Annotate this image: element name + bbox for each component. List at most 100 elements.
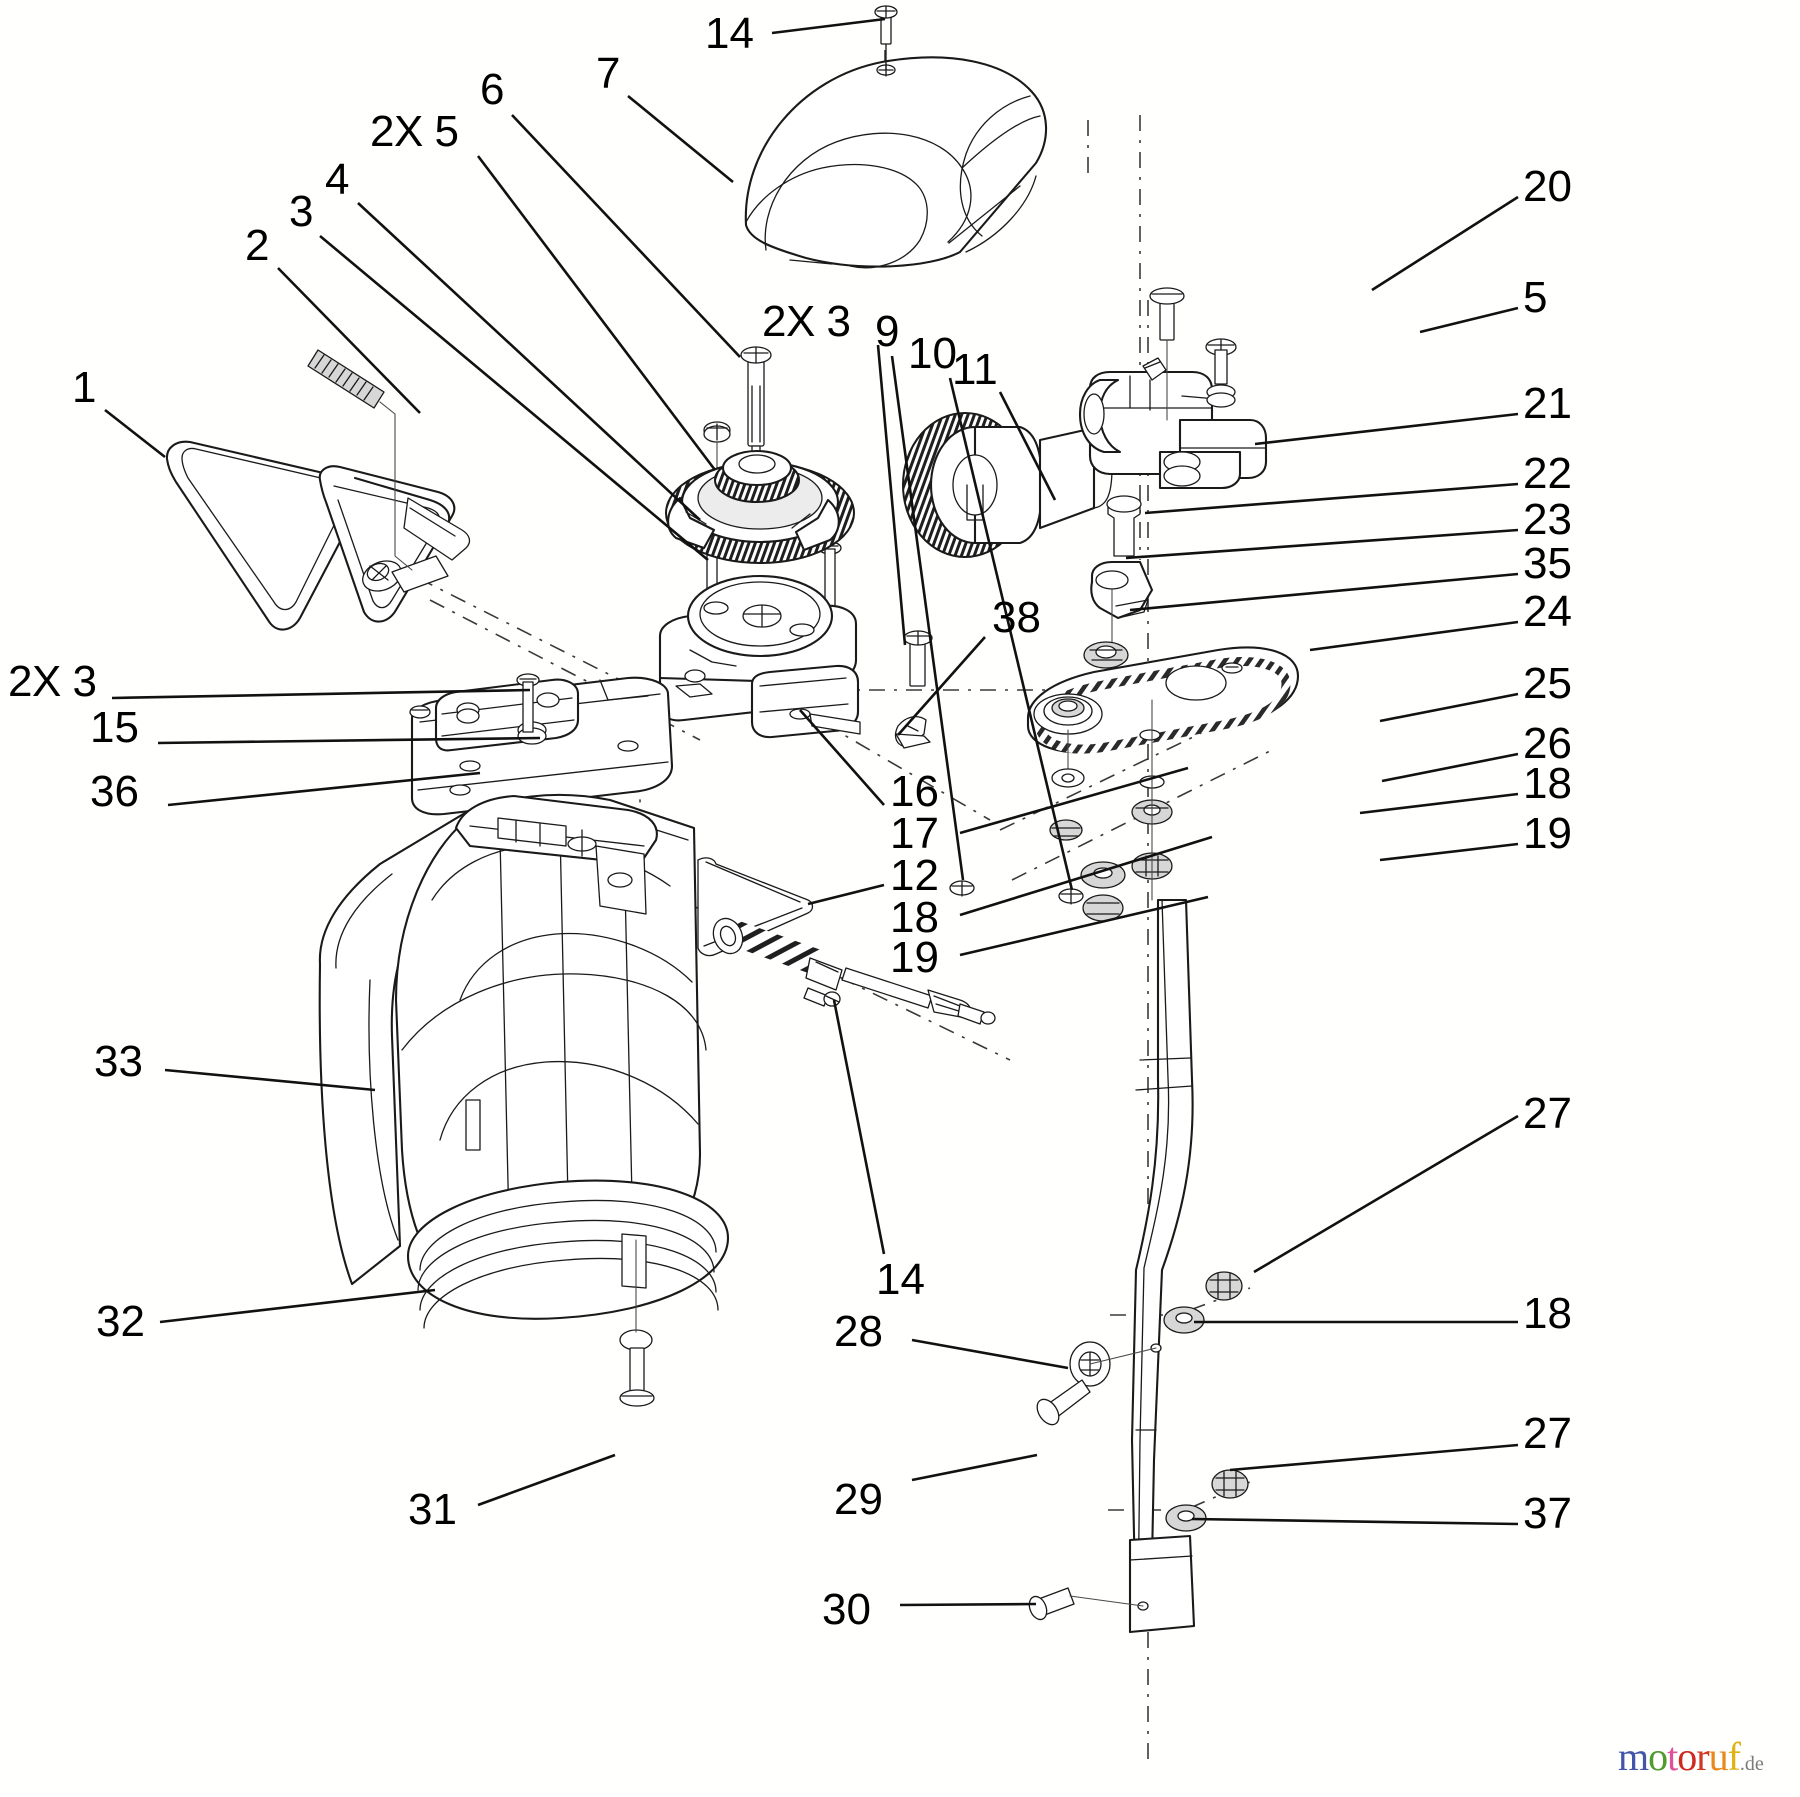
callout-c2: 2 xyxy=(245,221,270,270)
callout-c27b: 27 xyxy=(1523,1409,1572,1458)
part-1-chute-deflector-handle xyxy=(165,440,471,631)
fastener-stack-right xyxy=(1080,699,1173,922)
leader-line-32 xyxy=(159,1288,436,1324)
fasteners-above-gear xyxy=(700,346,842,622)
callout-c6: 6 xyxy=(480,65,505,114)
part-21-worm-gear-bracket xyxy=(1078,287,1268,490)
leader-line-15 xyxy=(157,736,541,745)
leader-line-18 xyxy=(1359,792,1519,815)
part-38-clip xyxy=(894,630,933,749)
callout-c21: 21 xyxy=(1523,379,1572,428)
callout-c29: 29 xyxy=(834,1475,883,1524)
watermark-letter: u xyxy=(1708,1734,1729,1779)
watermark-letter: o xyxy=(1648,1734,1668,1779)
callout-c11: 11 xyxy=(952,345,998,394)
leader-line-2X3 xyxy=(876,344,907,646)
part-2-roll-pin xyxy=(307,349,413,571)
callout-c5r: 5 xyxy=(1523,273,1548,322)
callout-c9: 9 xyxy=(875,307,900,356)
part-7-chute-cap xyxy=(744,56,1048,269)
motoruf-watermark: motoruf.de xyxy=(1618,1737,1764,1777)
watermark-letter: t xyxy=(1667,1734,1678,1779)
leader-line-12 xyxy=(807,883,885,906)
leader-line-2 xyxy=(277,267,421,414)
fasteners-9-10 xyxy=(949,880,1084,905)
callout-c18r: 18 xyxy=(1523,759,1572,808)
leader-line-38 xyxy=(897,636,986,736)
callout-c30: 30 xyxy=(822,1585,871,1634)
callout-c18b: 18 xyxy=(1523,1289,1572,1338)
leader-line-19 xyxy=(959,895,1209,957)
callout-c14-top: 14 xyxy=(705,9,754,58)
callout-c2x3-mid: 2X 3 xyxy=(762,297,851,346)
callout-c25: 25 xyxy=(1523,659,1572,708)
leader-line-5 xyxy=(1419,306,1519,334)
part-30-pin xyxy=(1028,1587,1144,1621)
callout-c36: 36 xyxy=(90,767,139,816)
watermark-letter: m xyxy=(1618,1734,1649,1779)
callout-c38: 38 xyxy=(992,593,1041,642)
leader-line-2X5 xyxy=(476,155,717,471)
leader-line-33 xyxy=(164,1068,376,1092)
leader-line-14 xyxy=(771,17,886,35)
callout-c24: 24 xyxy=(1523,587,1572,636)
watermark-letter: r xyxy=(1696,1734,1709,1779)
callout-c4: 4 xyxy=(325,155,350,204)
part-16-chute-base-plate xyxy=(658,574,861,739)
leader-line-22 xyxy=(1144,482,1519,515)
callout-c15: 15 xyxy=(90,703,139,752)
callout-c28: 28 xyxy=(834,1307,883,1356)
callout-c12: 12 xyxy=(890,851,939,900)
leader-line-35 xyxy=(1129,572,1519,612)
callout-c1: 1 xyxy=(72,363,97,412)
part-14-bolt-top xyxy=(874,5,898,71)
part-14-pin-bottom xyxy=(803,987,841,1007)
leader-line-17 xyxy=(959,766,1189,835)
leader-line-7 xyxy=(627,94,734,184)
watermark-letter: o xyxy=(1677,1734,1697,1779)
part-12-control-rod xyxy=(697,857,843,991)
watermark-letter: f xyxy=(1727,1734,1741,1779)
callout-c37: 37 xyxy=(1523,1489,1572,1538)
leader-line-25 xyxy=(1379,692,1519,723)
part-24-chute-mount-plate xyxy=(1026,646,1300,841)
callout-c2x5: 2X 5 xyxy=(370,107,459,156)
leader-line-31 xyxy=(477,1453,616,1507)
callout-c26: 26 xyxy=(1523,719,1572,768)
callout-c22: 22 xyxy=(1523,449,1572,498)
leader-line-6 xyxy=(511,114,741,358)
leader-line-19 xyxy=(1379,842,1519,862)
callout-c19r: 19 xyxy=(1523,809,1572,858)
callout-c18m: 18 xyxy=(890,893,939,942)
leader-line-24 xyxy=(1309,620,1519,652)
fasteners-right-lower xyxy=(1163,1271,1249,1532)
leader-line-29 xyxy=(911,1453,1038,1482)
parts-22-23-35 xyxy=(1083,495,1154,701)
callout-leader-lines xyxy=(104,17,1519,1607)
callout-c33: 33 xyxy=(94,1037,143,1086)
leader-line-37 xyxy=(1191,1517,1519,1526)
callout-c7: 7 xyxy=(596,49,621,98)
callout-c10: 10 xyxy=(908,329,957,378)
leader-line-20 xyxy=(1371,195,1519,292)
callout-c14-bot: 14 xyxy=(876,1255,925,1304)
callout-c35: 35 xyxy=(1523,539,1572,588)
leader-line-26 xyxy=(1381,752,1519,783)
leader-line-28 xyxy=(911,1338,1069,1370)
part-5-ring-gear-assembly xyxy=(665,449,855,564)
leader-line-14 xyxy=(832,999,886,1255)
leader-line-27 xyxy=(1229,1443,1519,1472)
leader-line-3 xyxy=(319,235,709,561)
leader-line-23 xyxy=(1125,528,1519,560)
callout-c16: 16 xyxy=(890,767,939,816)
part-19-crank-rod xyxy=(1128,898,1196,1634)
leader-line-27 xyxy=(1253,1114,1519,1274)
leader-line-36 xyxy=(167,771,481,807)
leader-line-30 xyxy=(899,1602,1037,1607)
callout-c32: 32 xyxy=(96,1297,145,1346)
parts-28-29-knob-pin xyxy=(1036,1341,1157,1426)
part-11-bevel-gear xyxy=(902,412,1151,558)
leader-line-2X3 xyxy=(111,688,531,700)
callout-c3: 3 xyxy=(289,187,314,236)
